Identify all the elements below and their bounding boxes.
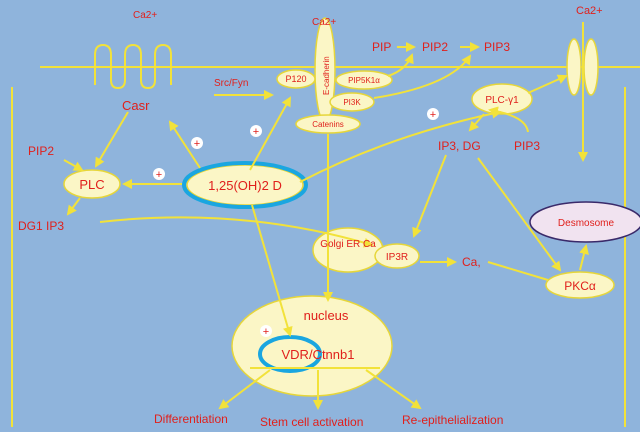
arrow-pi3k-pip3 <box>373 54 472 99</box>
golgi-er-ca-label: Golgi ER Ca <box>320 239 376 250</box>
arrow-pip5k-pip2 <box>387 53 414 77</box>
desmosome-label: Desmosome <box>558 218 615 229</box>
nucleus-label: nucleus <box>304 308 349 323</box>
stem-cell-label: Stem cell activation <box>260 415 363 427</box>
vdr-ctnnb1-label: VDR/Ctnnb1 <box>282 347 355 362</box>
pkca-node <box>545 271 615 299</box>
ca-top-left-label: Ca2+ <box>133 10 157 21</box>
pi3k-label: PI3K <box>343 98 361 107</box>
p120-label: P120 <box>285 74 306 84</box>
plus-marker-3: + <box>153 168 165 181</box>
golgi-er-node <box>312 227 384 273</box>
arrow-differentiation <box>218 369 271 410</box>
casr-label: Casr <box>122 98 150 113</box>
casr-receptor <box>94 43 172 90</box>
src-fyn-label: Src/Fyn <box>214 78 248 89</box>
arrow-plcy1-ip3dg <box>468 113 485 132</box>
ip3r-node <box>374 243 420 269</box>
plc-gamma1-label: PLC-γ1 <box>485 95 519 106</box>
plus-marker-5: + <box>260 325 272 338</box>
vitamin-d-label: 1,25(OH)2 D <box>208 178 282 193</box>
pip3-right-label: PIP3 <box>514 139 540 153</box>
plus-marker-4: + <box>427 108 439 121</box>
arrow-pip2-plc <box>63 159 84 171</box>
ip3r-label: IP3R <box>386 252 408 263</box>
vdr-highlight <box>258 335 322 373</box>
line-ca-pkca <box>487 261 549 281</box>
pi3k-node <box>329 92 375 112</box>
arrow-vitd-nucleus <box>251 204 293 337</box>
calcium-channel-right <box>583 38 599 96</box>
ca-top-right-label: Ca2+ <box>576 5 603 17</box>
svg-text:+: + <box>194 138 200 150</box>
pkca-label: PKCα <box>564 279 596 293</box>
vitamin-d-highlight <box>182 161 308 209</box>
catenins-label: Catenins <box>312 120 344 129</box>
arrow-vitd-p120 <box>249 96 291 171</box>
arrow-pkca-desmosome <box>579 244 589 271</box>
pip5k1a-label: PIP5K1α <box>348 76 380 85</box>
calcium-channel-left <box>566 38 582 96</box>
pip-label: PIP <box>372 40 391 54</box>
plus-marker-2: + <box>250 125 262 138</box>
plc-gamma1-node <box>471 83 533 115</box>
arrow-plcy1-channel <box>527 74 568 94</box>
arrow-re-epithelialization <box>365 369 422 410</box>
arrow-dg-pkca <box>477 157 562 272</box>
arrow-vitd-casr <box>168 120 201 169</box>
p120-node <box>276 69 316 89</box>
svg-text:+: + <box>156 169 162 181</box>
svg-text:+: + <box>430 109 436 121</box>
plc-node <box>63 169 121 199</box>
desmosome-node <box>529 201 640 243</box>
catenins-node <box>295 114 361 134</box>
differentiation-label: Differentiation <box>154 412 228 426</box>
arrow-casr-plc <box>94 111 129 168</box>
arrow-vitd-plcy1 <box>299 108 502 183</box>
dg-ip3-label: DG1 IP3 <box>18 219 64 233</box>
e-cadherin-label: E-cadherin <box>322 56 331 95</box>
ca-top-mid-label: Ca2+ <box>312 17 336 28</box>
svg-text:+: + <box>253 126 259 138</box>
arrow-plc-dgip3 <box>66 197 81 216</box>
nucleus-node <box>231 295 393 397</box>
pip2-top-label: PIP2 <box>422 40 448 54</box>
pip5k1a-node <box>335 70 393 90</box>
plus-marker-1: + <box>191 137 203 150</box>
re-epithelialization-label: Re-epithelialization <box>402 413 503 427</box>
pip2-left-label: PIP2 <box>28 144 54 158</box>
ip3-dg-label: IP3, DG <box>438 139 481 153</box>
svg-text:+: + <box>263 326 269 338</box>
arrow-ip3-ip3r <box>99 216 374 248</box>
ca-mid-label: Ca, <box>462 255 481 269</box>
arrow-pip3-plcy1 <box>488 106 529 133</box>
pip3-top-label: PIP3 <box>484 40 510 54</box>
plc-label: PLC <box>79 177 104 192</box>
arrow-ip3-ip3r-b <box>412 154 447 238</box>
